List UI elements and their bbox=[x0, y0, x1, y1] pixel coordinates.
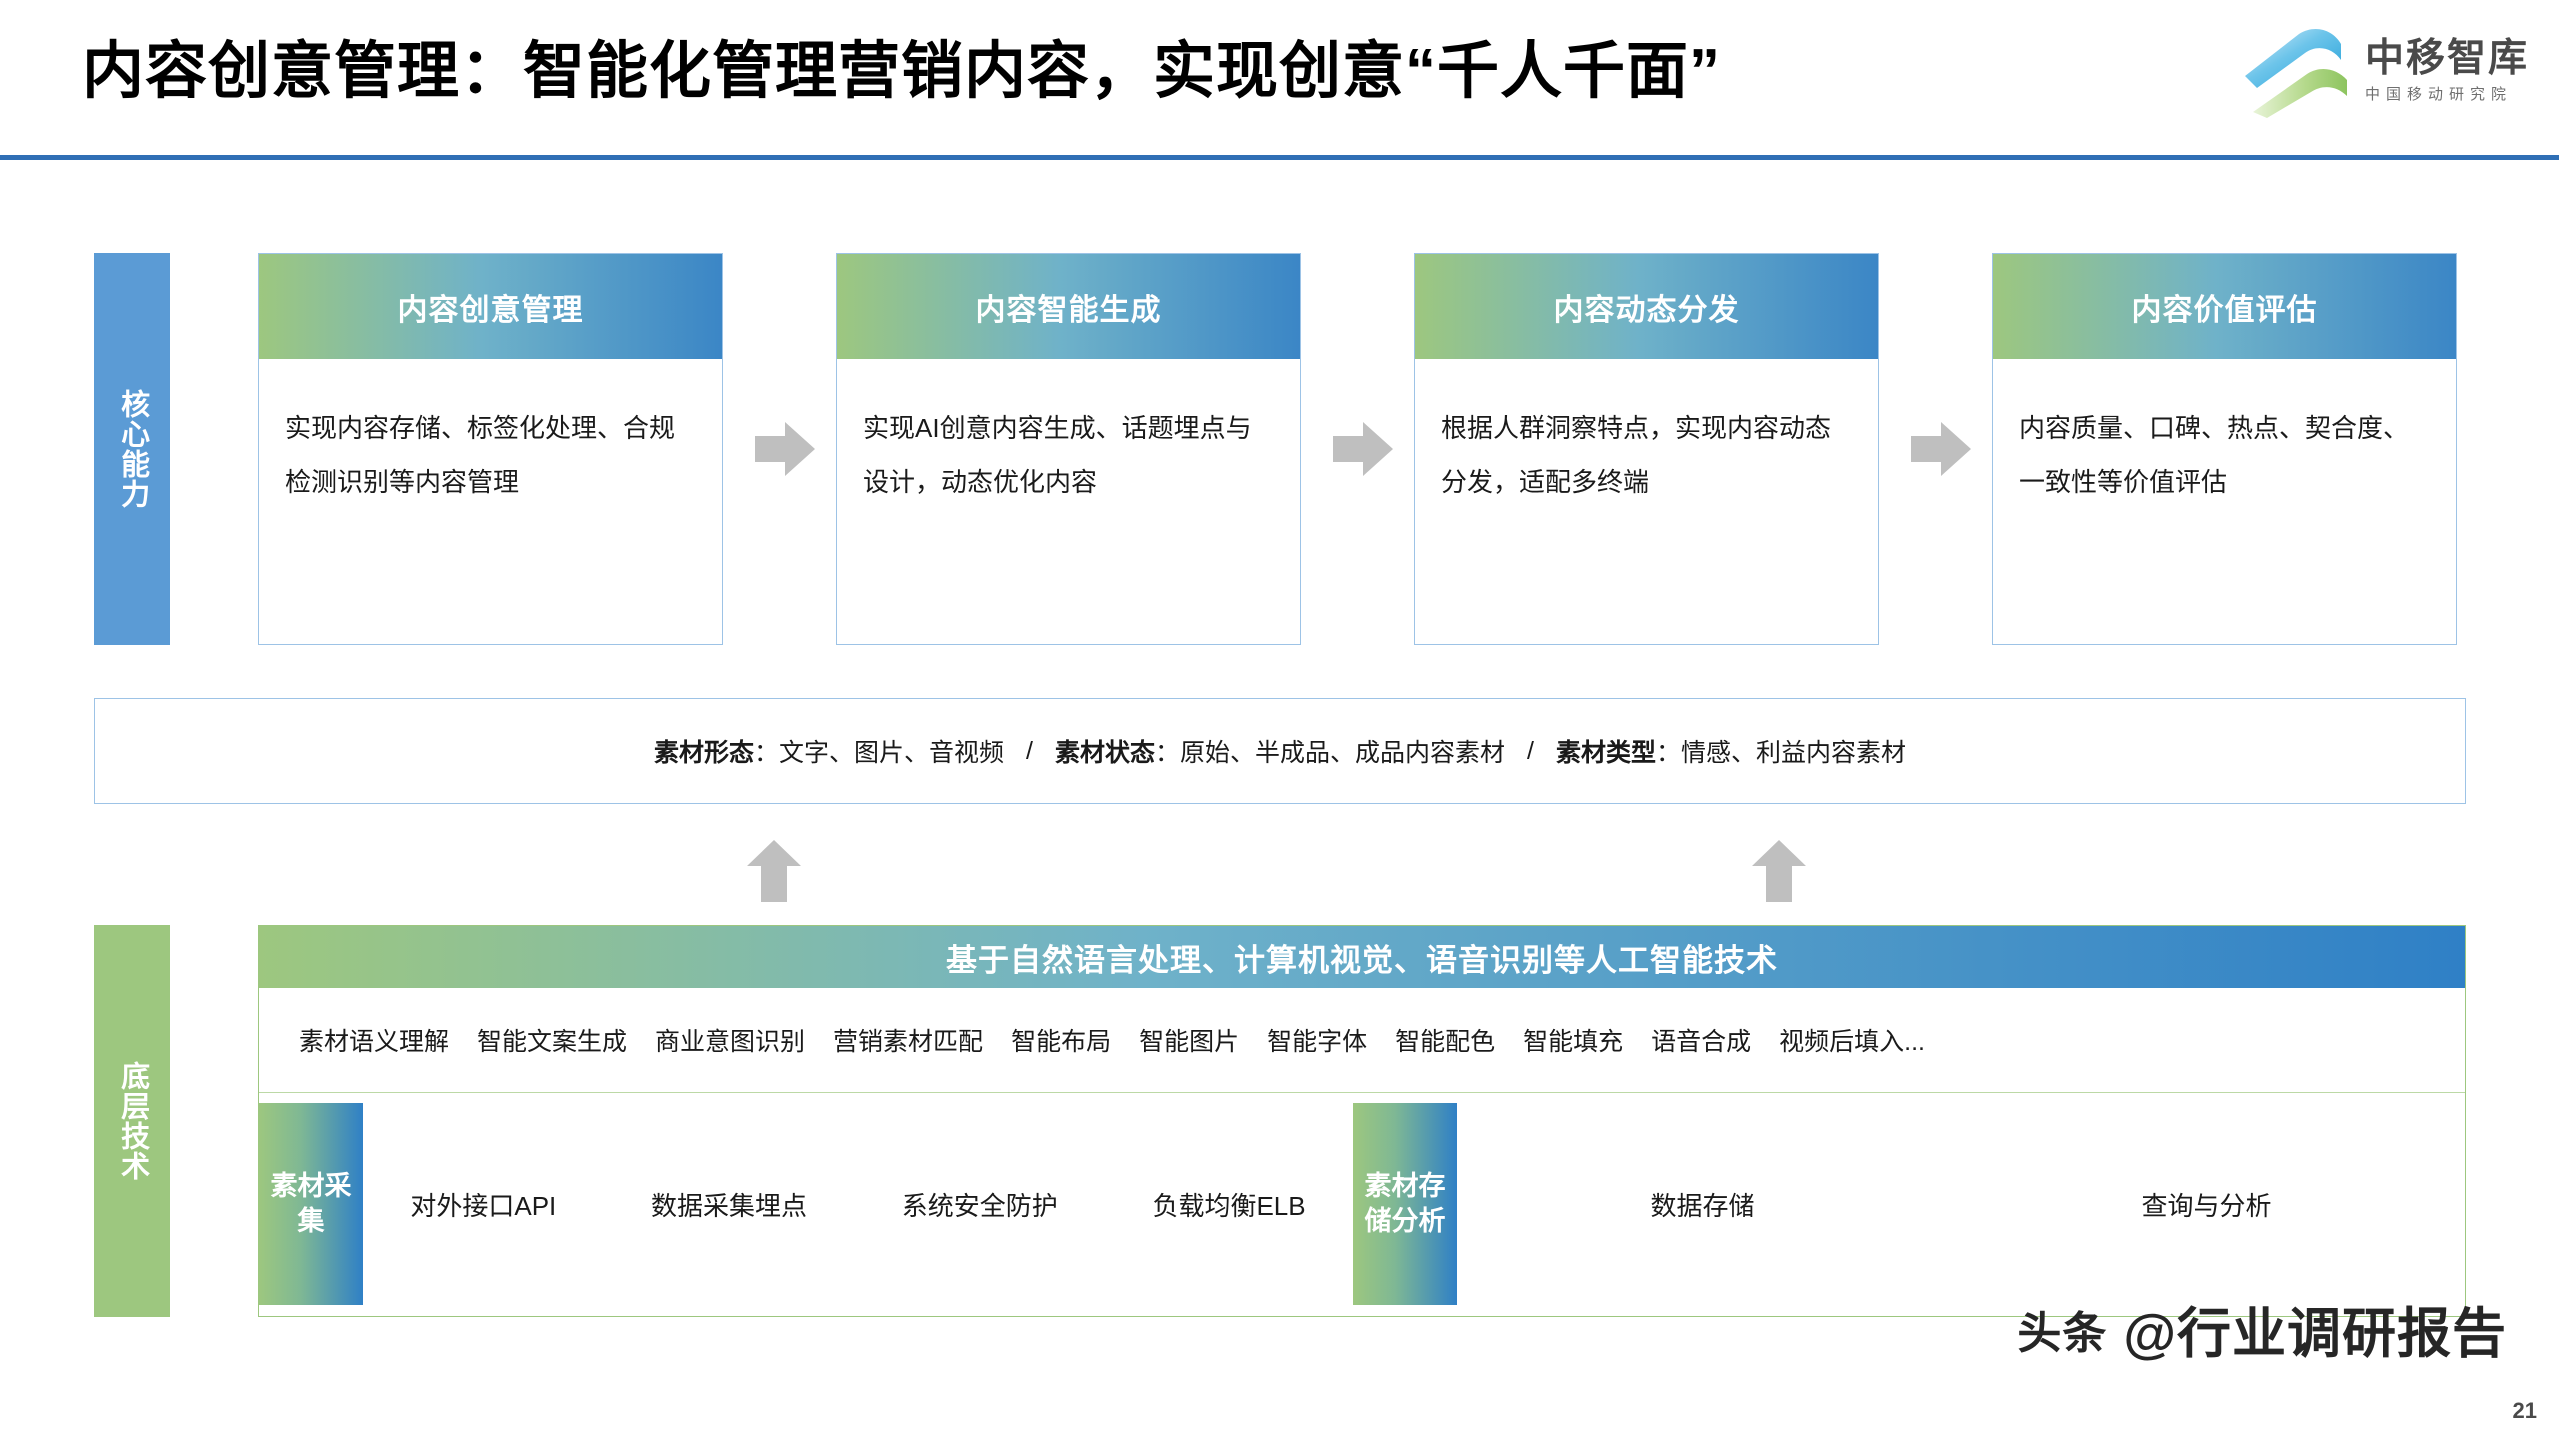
colon-2: ： bbox=[1655, 739, 1681, 767]
tech-tag[interactable]: 营销素材匹配 bbox=[833, 1028, 984, 1056]
swoosh-logo-icon bbox=[2245, 29, 2347, 118]
capability-card-content-dynamic-distribution[interactable]: 内容动态分发 根据人群洞察特点，实现内容动态分发，适配多终端 bbox=[1414, 253, 1879, 645]
material-group-state: 素材状态：原始、半成品、成品内容素材 bbox=[1055, 733, 1505, 769]
up-arrow-icon bbox=[1752, 840, 1806, 902]
capability-card-title: 内容智能生成 bbox=[837, 254, 1300, 359]
logo-subtitle: 中国移动研究院 bbox=[2365, 86, 2513, 103]
group-items-material-collection: 对外接口API 数据采集埋点 系统安全防护 负载均衡ELB bbox=[363, 1093, 1353, 1315]
right-arrow-icon bbox=[1333, 422, 1393, 476]
material-group-label: 素材形态 bbox=[653, 739, 754, 767]
tech-tag[interactable]: 语音合成 bbox=[1651, 1028, 1752, 1056]
capability-card-body: 实现内容存储、标签化处理、合规检测识别等内容管理 bbox=[285, 413, 676, 497]
watermark-text: @行业调研报告 bbox=[2123, 1304, 2507, 1364]
group-label-material-storage-analysis: 素材存储分析 bbox=[1353, 1103, 1457, 1305]
logo-name: 中移智库 bbox=[2365, 37, 2530, 80]
tech-tag[interactable]: 视频后填入... bbox=[1779, 1028, 1925, 1056]
up-arrow-icon bbox=[747, 840, 801, 902]
group-label-material-collection: 素材采集 bbox=[259, 1103, 363, 1305]
brand-logo: 中移智库 中国移动研究院 bbox=[2227, 18, 2537, 128]
right-arrow-icon bbox=[755, 422, 815, 476]
capability-card-body: 实现AI创意内容生成、话题埋点与设计，动态优化内容 bbox=[863, 413, 1252, 497]
tech-tag[interactable]: 素材语义理解 bbox=[299, 1028, 450, 1056]
capability-card-title: 内容价值评估 bbox=[1993, 254, 2456, 359]
strip-separator-1: / bbox=[1026, 736, 1033, 765]
capability-card-title: 内容创意管理 bbox=[259, 254, 722, 359]
group-item[interactable]: 查询与分析 bbox=[2141, 1190, 2272, 1221]
tech-tag[interactable]: 智能配色 bbox=[1395, 1028, 1496, 1056]
colon-0: ： bbox=[753, 739, 779, 767]
group-item[interactable]: 对外接口API bbox=[410, 1190, 557, 1221]
group-item[interactable]: 系统安全防护 bbox=[901, 1190, 1058, 1221]
strip-separator-2: / bbox=[1527, 736, 1534, 765]
right-arrow-icon bbox=[1911, 422, 1971, 476]
capability-card-body: 内容质量、口碑、热点、契合度、一致性等价值评估 bbox=[2019, 413, 2410, 497]
underlying-technology-panel: 基于自然语言处理、计算机视觉、语音识别等人工智能技术 素材语义理解 智能文案生成… bbox=[258, 925, 2466, 1317]
tech-tag[interactable]: 商业意图识别 bbox=[655, 1028, 806, 1056]
material-group-type: 素材类型：情感、利益内容素材 bbox=[1556, 733, 1906, 769]
colon-1: ： bbox=[1154, 739, 1180, 767]
logo-text: 中移智库 中国移动研究院 bbox=[2365, 38, 2529, 107]
group-item[interactable]: 数据存储 bbox=[1650, 1190, 1755, 1221]
capability-card-content-intelligent-generation[interactable]: 内容智能生成 实现AI创意内容生成、话题埋点与设计，动态优化内容 bbox=[836, 253, 1301, 645]
tech-tag[interactable]: 智能填充 bbox=[1523, 1028, 1624, 1056]
group-items-material-storage-analysis: 数据存储 查询与分析 bbox=[1457, 1093, 2465, 1315]
header-divider bbox=[0, 155, 2559, 160]
technology-tag-row: 素材语义理解 智能文案生成 商业意图识别 营销素材匹配 智能布局 智能图片 智能… bbox=[259, 988, 2465, 1093]
tech-tag[interactable]: 智能布局 bbox=[1011, 1028, 1112, 1056]
capability-card-content-creative-management[interactable]: 内容创意管理 实现内容存储、标签化处理、合规检测识别等内容管理 bbox=[258, 253, 723, 645]
capability-card-body: 根据人群洞察特点，实现内容动态分发，适配多终端 bbox=[1441, 413, 1832, 497]
page-title: 内容创意管理：智能化管理营销内容，实现创意“千人千面” bbox=[82, 37, 1722, 106]
material-group-form: 素材形态：文字、图片、音视频 bbox=[654, 733, 1004, 769]
technology-groups-row: 素材采集 对外接口API 数据采集埋点 系统安全防护 负载均衡ELB 素材存储分… bbox=[259, 1093, 2465, 1315]
watermark: 头条 @行业调研报告 bbox=[2017, 1289, 2507, 1368]
material-group-label: 素材状态 bbox=[1054, 739, 1155, 767]
capability-card-title: 内容动态分发 bbox=[1415, 254, 1878, 359]
group-item[interactable]: 数据采集埋点 bbox=[651, 1190, 808, 1221]
material-attributes-strip: 素材形态：文字、图片、音视频 / 素材状态：原始、半成品、成品内容素材 / 素材… bbox=[94, 698, 2466, 804]
tech-tag[interactable]: 智能字体 bbox=[1267, 1028, 1368, 1056]
group-item[interactable]: 负载均衡ELB bbox=[1152, 1190, 1306, 1221]
underlying-technology-sidebar-label: 底层技术 bbox=[94, 925, 170, 1317]
tech-tag[interactable]: 智能文案生成 bbox=[477, 1028, 628, 1056]
page-number: 21 bbox=[2512, 1398, 2537, 1423]
watermark-badge: 头条 bbox=[2017, 1308, 2108, 1358]
capability-card-content-value-evaluation[interactable]: 内容价值评估 内容质量、口碑、热点、契合度、一致性等价值评估 bbox=[1992, 253, 2457, 645]
material-group-value: 原始、半成品、成品内容素材 bbox=[1180, 739, 1506, 767]
material-group-value: 文字、图片、音视频 bbox=[779, 739, 1005, 767]
core-capability-sidebar-label: 核心能力 bbox=[94, 253, 170, 645]
slide-header: 内容创意管理：智能化管理营销内容，实现创意“千人千面” 中移智库 中国移动研究 bbox=[0, 0, 2559, 160]
tech-tag[interactable]: 智能图片 bbox=[1139, 1028, 1240, 1056]
material-group-value: 情感、利益内容素材 bbox=[1681, 739, 1907, 767]
ai-technology-banner: 基于自然语言处理、计算机视觉、语音识别等人工智能技术 bbox=[259, 926, 2465, 988]
material-group-label: 素材类型 bbox=[1555, 739, 1656, 767]
